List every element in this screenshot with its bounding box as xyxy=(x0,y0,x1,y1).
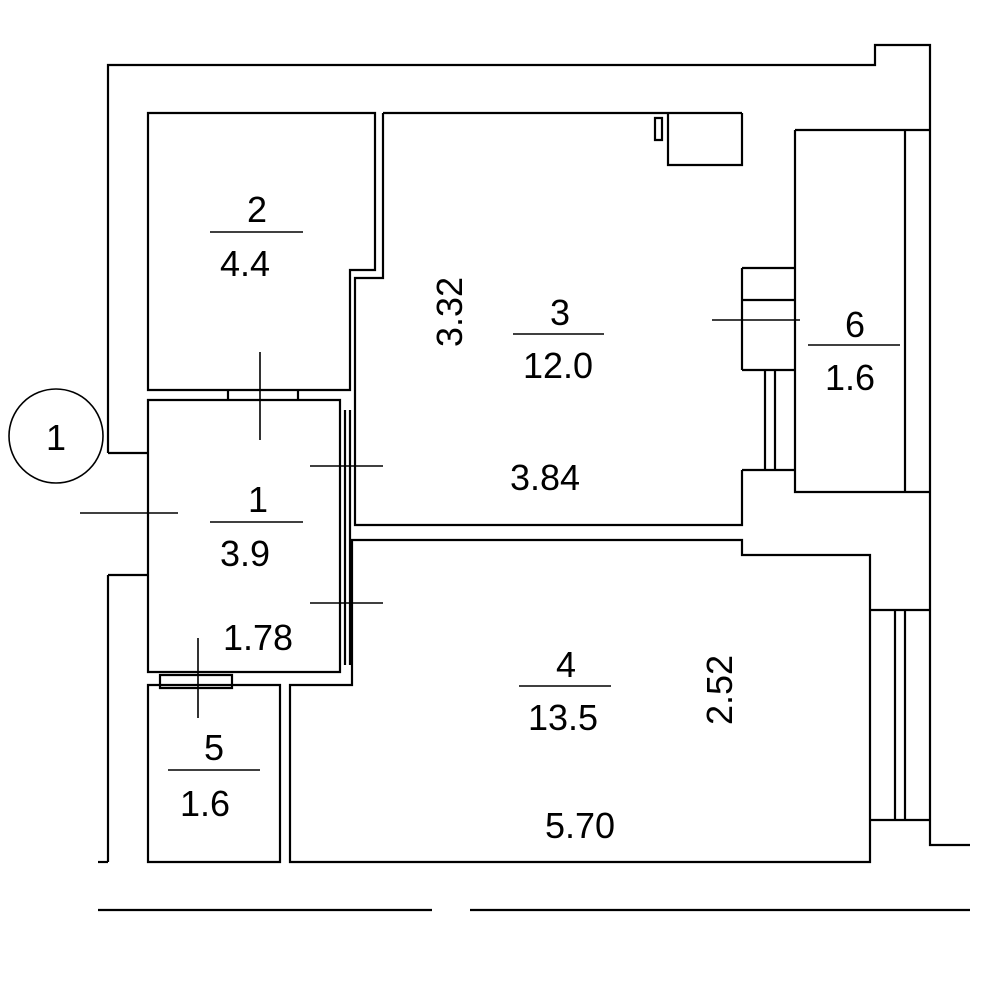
room-number: 4 xyxy=(556,644,576,685)
room-1: 1 3.9 xyxy=(210,479,303,574)
dim-room3-height: 3.32 xyxy=(429,277,470,347)
room-5: 5 1.6 xyxy=(168,727,260,824)
dim-room1-width: 1.78 xyxy=(223,617,293,658)
dim-room4-width: 5.70 xyxy=(545,805,615,846)
room-area: 1.6 xyxy=(825,357,875,398)
room-area: 13.5 xyxy=(528,697,598,738)
dim-room3-width: 3.84 xyxy=(510,457,580,498)
dimensions: 3.32 3.84 1.78 2.52 5.70 xyxy=(223,277,740,846)
room-number: 3 xyxy=(550,292,570,333)
room-6: 6 1.6 xyxy=(808,304,900,398)
room-2: 2 4.4 xyxy=(210,189,303,284)
door-ticks xyxy=(80,319,800,718)
room-number: 2 xyxy=(247,189,267,230)
room-3: 3 12.0 xyxy=(513,292,604,386)
room-area: 3.9 xyxy=(220,533,270,574)
room-number: 6 xyxy=(845,304,865,345)
walls xyxy=(98,43,970,912)
dim-room4-height: 2.52 xyxy=(699,655,740,725)
room-number: 5 xyxy=(204,727,224,768)
room-number: 1 xyxy=(248,479,268,520)
room-area: 1.6 xyxy=(180,783,230,824)
room-4: 4 13.5 xyxy=(519,644,611,738)
axis-marker-label: 1 xyxy=(46,417,66,458)
room-area: 4.4 xyxy=(220,243,270,284)
axis-marker: 1 xyxy=(8,388,104,484)
room-area: 12.0 xyxy=(523,345,593,386)
